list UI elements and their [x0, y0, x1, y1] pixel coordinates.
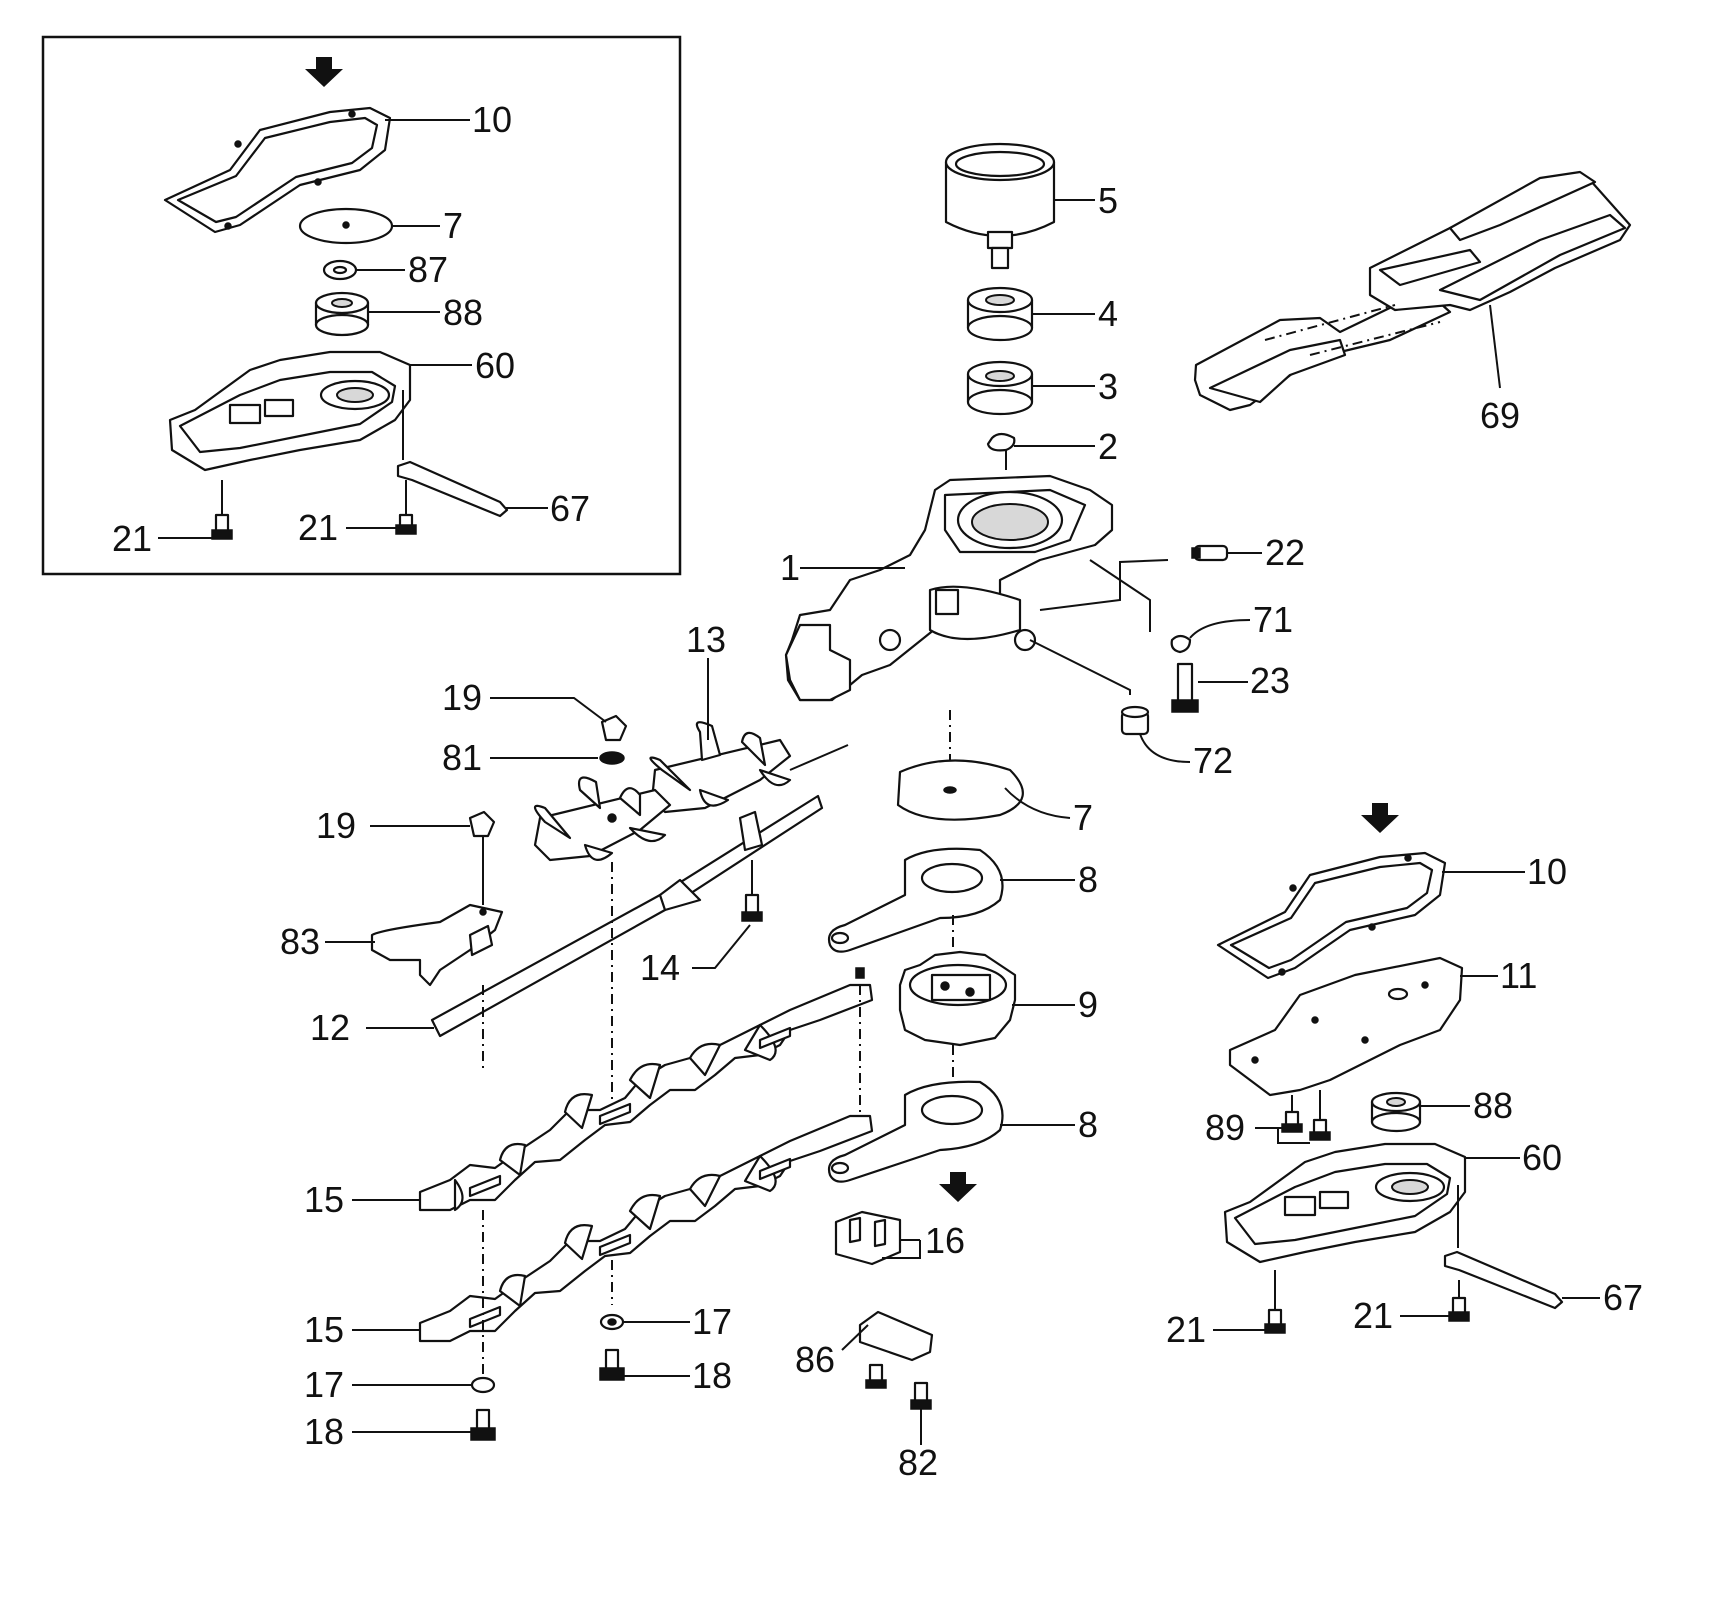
- callout-10-inset: 10: [472, 99, 512, 140]
- washer-7-inset: [298, 207, 394, 245]
- callout-1: 1: [780, 547, 800, 588]
- callout-12: 12: [310, 1007, 350, 1048]
- gasket-10-inset: [163, 106, 392, 234]
- callout-23: 23: [1250, 660, 1290, 701]
- callout-21-right-a: 21: [1166, 1309, 1206, 1350]
- inset-frame: [41, 35, 682, 576]
- bracket-83: [370, 903, 504, 987]
- screw-23: [1171, 662, 1199, 713]
- plate-86: [858, 1310, 934, 1389]
- callout-18-center: 18: [692, 1355, 732, 1396]
- callout-83: 83: [280, 921, 320, 962]
- washer-17-center: [599, 1313, 625, 1331]
- callout-88-inset: 88: [443, 292, 483, 333]
- screw-21-right-a: [1264, 1270, 1286, 1334]
- callout-7-main: 7: [1073, 797, 1093, 838]
- washer-7-main: [896, 759, 1024, 821]
- gear-housing-60-inset: [168, 350, 412, 472]
- callout-9: 9: [1078, 984, 1098, 1025]
- guide-block-16: [834, 1210, 902, 1266]
- screw-21-right-b: [1448, 1280, 1470, 1322]
- washer-87: [322, 259, 358, 281]
- bearing-88-right: [1370, 1091, 1422, 1133]
- bearing-4: [966, 286, 1034, 342]
- callout-21-inset-b: 21: [298, 507, 338, 548]
- callout-19-lower: 19: [316, 805, 356, 846]
- callout-15-upper: 15: [304, 1179, 344, 1220]
- nut-19-lower: [468, 810, 496, 838]
- callout-21-right-b: 21: [1353, 1295, 1393, 1336]
- blade-guide-13-lower: [533, 776, 672, 862]
- cover-plate-11: [1228, 956, 1464, 1097]
- callout-60-right: 60: [1522, 1137, 1562, 1178]
- screw-21-inset-a: [211, 480, 233, 540]
- washer-81: [599, 751, 625, 765]
- callout-17-center: 17: [692, 1301, 732, 1342]
- callout-8-lower: 8: [1078, 1104, 1098, 1145]
- callout-13: 13: [686, 619, 726, 660]
- callout-15-lower: 15: [304, 1309, 344, 1350]
- gear-housing-60-right: [1223, 1142, 1467, 1264]
- bolt-22: [1191, 544, 1229, 562]
- callout-22: 22: [1265, 532, 1305, 573]
- cutter-blade-15-lower: [418, 1114, 874, 1343]
- callout-11: 11: [1500, 955, 1537, 996]
- callout-18-left: 18: [304, 1411, 344, 1452]
- callout-16: 16: [925, 1220, 965, 1261]
- gasket-10-right: [1216, 851, 1447, 980]
- callout-72: 72: [1193, 740, 1233, 781]
- gear-9: [898, 950, 1017, 1047]
- callout-8-upper: 8: [1078, 859, 1098, 900]
- screw-21-inset-b: [395, 480, 417, 535]
- down-arrow-icon: [939, 1172, 977, 1202]
- bearing-88-inset: [314, 291, 370, 337]
- circlip-2: [986, 432, 1016, 452]
- bolt-18-left: [470, 1408, 496, 1441]
- callout-82: 82: [898, 1442, 938, 1483]
- screw-82: [910, 1381, 932, 1410]
- callout-86: 86: [795, 1339, 835, 1380]
- down-arrow-icon: [1361, 803, 1399, 833]
- callout-4: 4: [1098, 293, 1118, 334]
- screw-14: [741, 860, 763, 922]
- callout-69: 69: [1480, 395, 1520, 436]
- callout-89: 89: [1205, 1107, 1245, 1148]
- screw-89: [1281, 1090, 1331, 1141]
- callout-88-right: 88: [1473, 1085, 1513, 1126]
- nut-19-upper: [600, 714, 628, 742]
- blade-cover-69: [1193, 170, 1632, 412]
- washer-17-left: [470, 1376, 496, 1394]
- blade-guide-13-upper: [649, 721, 792, 814]
- down-arrow-icon: [305, 57, 343, 87]
- callout-19-upper: 19: [442, 677, 482, 718]
- nut-72: [1120, 705, 1150, 736]
- spacer-bar-12: [430, 794, 824, 1038]
- cutter-blade-15-upper: [418, 967, 874, 1212]
- callout-2: 2: [1098, 426, 1118, 467]
- callout-87: 87: [408, 249, 448, 290]
- callout-67-inset: 67: [550, 488, 590, 529]
- callout-71: 71: [1253, 599, 1293, 640]
- callout-21-inset-a: 21: [112, 518, 152, 559]
- bolt-18-center: [599, 1348, 625, 1381]
- callout-60-inset: 60: [475, 345, 515, 386]
- callout-labels: 10 7 87 88 60 67 21 21 5 4 3 2 1 22 71 2…: [112, 99, 1643, 1483]
- pin-67-inset: [396, 460, 509, 518]
- clutch-drum-5: [944, 142, 1056, 270]
- bearing-3: [966, 360, 1034, 416]
- crank-plate-8-upper: [827, 847, 1004, 953]
- crank-plate-8-lower: [827, 1080, 1004, 1183]
- callout-3: 3: [1098, 366, 1118, 407]
- callout-7-inset: 7: [443, 205, 463, 246]
- callout-10-right: 10: [1527, 851, 1567, 892]
- callout-17-left: 17: [304, 1364, 344, 1405]
- callout-5: 5: [1098, 180, 1118, 221]
- gear-case-1: [784, 474, 1114, 702]
- callout-14: 14: [640, 947, 680, 988]
- pin-67-right: [1443, 1250, 1564, 1310]
- callout-81: 81: [442, 737, 482, 778]
- washer-71: [1170, 634, 1192, 654]
- callout-67-right: 67: [1603, 1277, 1643, 1318]
